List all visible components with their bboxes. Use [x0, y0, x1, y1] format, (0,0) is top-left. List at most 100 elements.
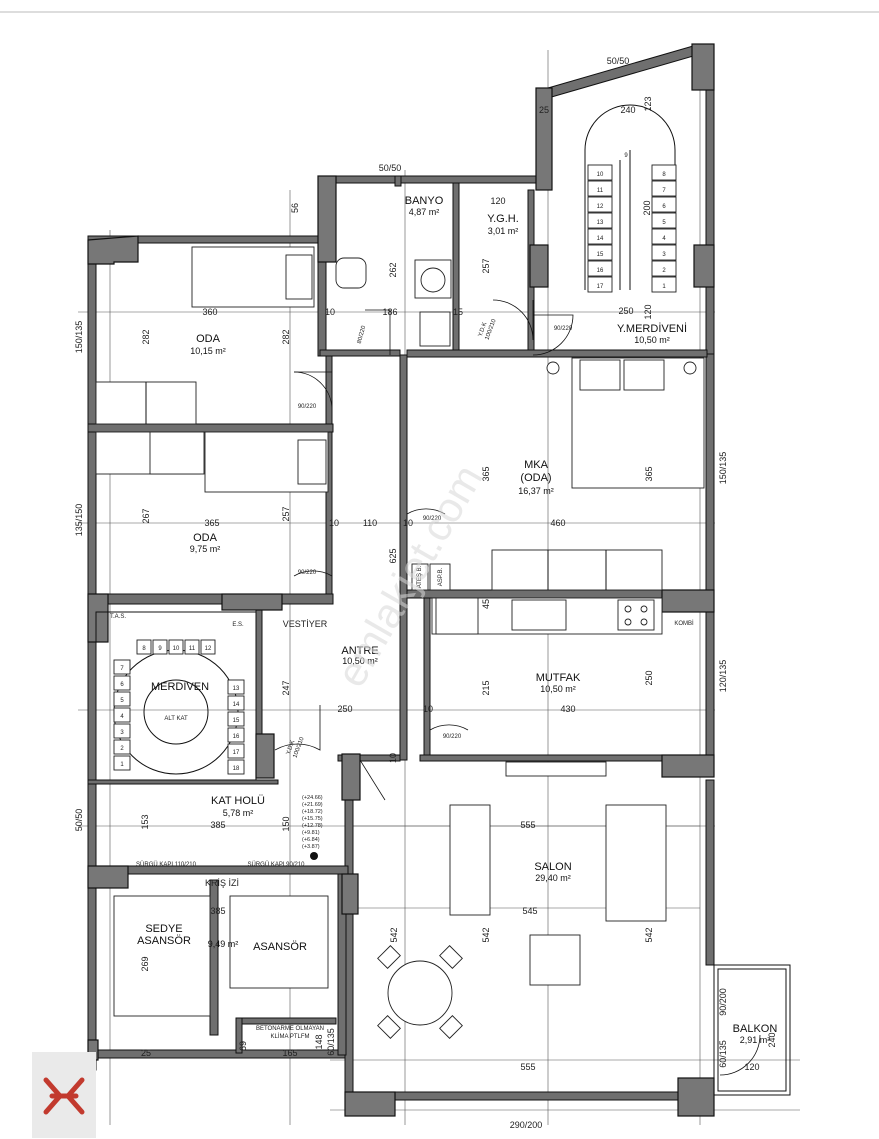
- level-entry: (+24.66): [302, 795, 323, 801]
- stair-step-number: 1: [120, 762, 124, 768]
- dim-545: 545: [522, 906, 537, 916]
- stair-step-number: 18: [233, 766, 240, 772]
- label-surgu-1: SÜRGÜ KAPI 110/210: [136, 861, 197, 868]
- stair-step: [651, 196, 677, 213]
- room-mutfak-area: 10,50 m²: [540, 684, 576, 694]
- dim-10d: 10: [423, 704, 433, 714]
- misc-labels: VESTİYER MERDİVEN ALT KAT T.A.S. E.S. SE…: [110, 318, 694, 1040]
- room-oda2-area: 9,75 m²: [190, 544, 221, 554]
- dim-257-oda2: 257: [281, 506, 291, 521]
- stair-step-number: 12: [205, 646, 212, 652]
- dim-10a: 10: [325, 307, 335, 317]
- room-mka-sub: (ODA): [520, 472, 551, 484]
- dim-365-mka-l: 365: [481, 466, 491, 481]
- label-betonarme-1: BETONARME OLMAYAN: [256, 1026, 324, 1032]
- stair-step-number: 9: [624, 153, 628, 159]
- dim-269: 269: [140, 956, 150, 971]
- stair-step-number: 4: [662, 236, 666, 242]
- stair-step: [152, 639, 168, 655]
- dim-60-135-b: 60/135: [718, 1040, 728, 1068]
- dim-120-135-right: 120/135: [718, 660, 728, 693]
- dim-120-ygh: 120: [490, 196, 505, 206]
- stair-step: [587, 180, 613, 197]
- stair-step-number: 2: [120, 746, 124, 752]
- room-mka-area: 16,37 m²: [518, 486, 554, 496]
- dim-10e: 10: [388, 753, 398, 763]
- dim-542-c: 542: [644, 927, 654, 942]
- room-ygh-name: Y.G.H.: [487, 213, 519, 225]
- stair-step: [113, 723, 131, 739]
- dim-120-b: 120: [744, 1062, 759, 1072]
- stair-step: [587, 212, 613, 229]
- stair-step-number: 13: [597, 220, 604, 226]
- stair-step-number: 5: [120, 698, 124, 704]
- dim-90-220-c: 90/220: [423, 516, 442, 522]
- dim-360: 360: [202, 307, 217, 317]
- dim-148: 148: [314, 1034, 324, 1049]
- dim-257-ygh: 257: [481, 258, 491, 273]
- dim-542-a: 542: [389, 927, 399, 942]
- room-antre-area: 10,50 m²: [342, 656, 378, 666]
- stair-step: [136, 639, 152, 655]
- level-entry: (+18.72): [302, 809, 323, 815]
- label-ates: ATEŞ B.: [417, 565, 423, 588]
- label-asansor: ASANSÖR: [253, 941, 307, 953]
- stair-step: [587, 276, 613, 293]
- stair-step: [227, 727, 245, 743]
- dim-90-200: 90/200: [718, 988, 728, 1016]
- stair-step-number: 6: [120, 682, 124, 688]
- room-salon-name: SALON: [534, 861, 571, 873]
- dim-90-220-d: 90/220: [443, 734, 462, 740]
- room-mutfak-name: MUTFAK: [536, 672, 581, 684]
- stair-step: [113, 707, 131, 723]
- stair-step-number: 8: [662, 172, 666, 178]
- dim-60-135-a: 60/135: [326, 1028, 336, 1056]
- dim-150-135-right: 150/135: [718, 452, 728, 485]
- label-sedye-1: SEDYE: [145, 923, 182, 935]
- dim-90-220-a: 90/220: [298, 404, 317, 410]
- label-ydk-1: Y.D.K: [478, 322, 489, 338]
- stair-step: [651, 260, 677, 277]
- dim-10c: 10: [403, 518, 413, 528]
- dim-56: 56: [290, 203, 300, 213]
- label-betonarme-2: KLİMA PTLFM: [270, 1033, 309, 1040]
- room-ymerdiveni-area: 10,50 m²: [634, 335, 670, 345]
- dim-365-oda2: 365: [204, 518, 219, 528]
- stair-step: [587, 244, 613, 261]
- stair-step: [651, 228, 677, 245]
- dim-240: 240: [620, 105, 635, 115]
- dim-90-220-b: 90/220: [298, 570, 317, 576]
- dim-150-kh: 150: [281, 816, 291, 831]
- dim-50-50-top: 50/50: [607, 56, 630, 66]
- stair-step: [651, 164, 677, 181]
- dim-153: 153: [140, 814, 150, 829]
- label-merdiven: MERDİVEN: [151, 680, 209, 693]
- stair-step: [651, 244, 677, 261]
- stair-step-number: 6: [662, 204, 666, 210]
- dim-110: 110: [363, 518, 377, 528]
- stair-step: [587, 260, 613, 277]
- stair-step-number: 3: [120, 730, 124, 736]
- room-balkon-name: BALKON: [733, 1023, 778, 1035]
- stair-step-number: 8: [142, 646, 146, 652]
- label-kombi: KOMBİ: [674, 620, 694, 627]
- stair-step: [227, 711, 245, 727]
- level-marker-icon: [310, 852, 318, 860]
- room-ygh-area: 3,01 m²: [488, 226, 519, 236]
- room-ymerdiveni-name: Y.MERDİVENİ: [617, 322, 687, 335]
- stair-step-number: 14: [233, 702, 240, 708]
- dim-25a: 25: [539, 105, 549, 115]
- dim-165: 165: [282, 1048, 297, 1058]
- stair-step: [200, 639, 216, 655]
- stair-step: [113, 659, 131, 675]
- stair-step: [168, 639, 184, 655]
- dim-267: 267: [141, 508, 151, 523]
- label-ydk-2: Y.D.K: [286, 740, 297, 756]
- stair-step-number: 17: [597, 284, 604, 290]
- dim-250-antre: 250: [337, 704, 352, 714]
- dim-15a: 15: [453, 307, 463, 317]
- room-salon-area: 29,40 m²: [535, 873, 571, 883]
- room-katholu-name: KAT HOLÜ: [211, 795, 265, 807]
- stair-step: [113, 755, 131, 771]
- stair-step: [184, 639, 200, 655]
